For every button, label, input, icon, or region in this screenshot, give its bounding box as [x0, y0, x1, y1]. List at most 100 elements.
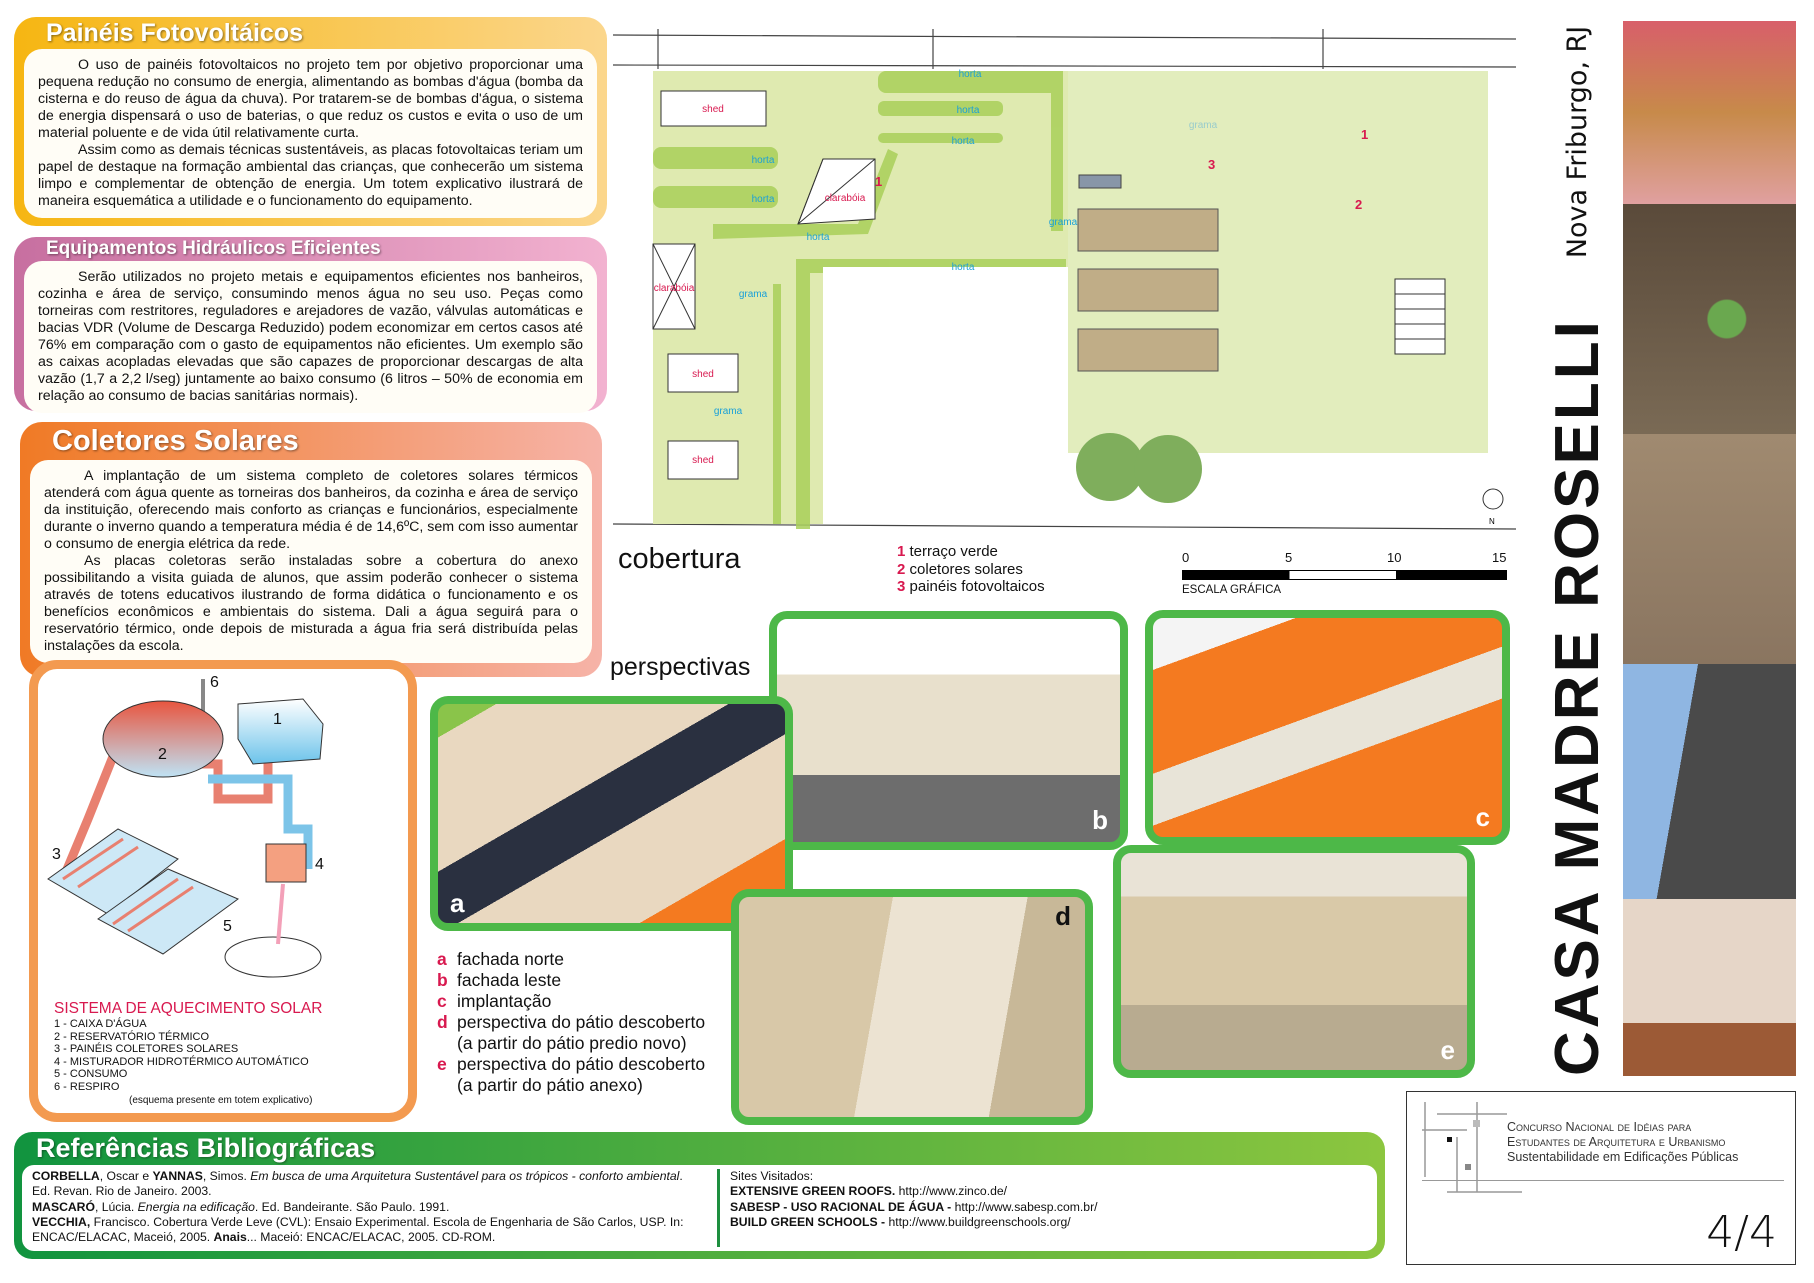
horta-label: horta	[807, 232, 830, 243]
scale-label: ESCALA GRÁFICA	[1182, 584, 1282, 596]
trees	[1076, 433, 1202, 503]
panel-coletores: Coletores Solares A implantação de um si…	[20, 422, 602, 677]
contest-box: Concurso Nacional de Idéias para Estudan…	[1406, 1091, 1796, 1265]
panel-title: Coletores Solares	[52, 425, 299, 457]
horta-label: horta	[952, 262, 975, 273]
diagram-note: (esquema presente em totem explicativo)	[129, 1095, 313, 1106]
page-number: 4/4	[1706, 1207, 1777, 1258]
shed-label: shed	[692, 455, 714, 466]
scale-tick: 0	[1182, 550, 1190, 565]
diagram-number: 2	[158, 746, 167, 763]
perspective-image-a: a	[430, 696, 793, 931]
site-item[interactable]: SABESP - USO RACIONAL DE ÁGUA - http://w…	[730, 1199, 1098, 1214]
photo-garden	[1623, 204, 1796, 434]
skylight-label: clarabóia	[654, 283, 695, 294]
roof-plan: N shed shed shed clarabóia clarabóia hor…	[613, 29, 1516, 530]
legend-item: 6 - RESPIRO	[54, 1080, 120, 1093]
references-title: Referências Bibliográficas	[36, 1133, 376, 1163]
marker-1: 1	[875, 174, 882, 189]
legend-key: 3	[897, 578, 906, 595]
horta-label: horta	[952, 136, 975, 147]
diagram-number: 1	[273, 711, 282, 728]
brand-vertical: CASA MADRE ROSELLI Nova Friburgo, RJ	[1543, 16, 1612, 1076]
legend-value: fachada norte	[457, 949, 565, 969]
water-box	[237, 698, 324, 765]
legend-value: fachada leste	[457, 970, 562, 990]
marker-2: 2	[1355, 197, 1362, 212]
solar-heating-diagram: 6 1 2 3 4 5 SISTEMA DE AQUECIMENTO SOLAR…	[29, 660, 417, 1122]
legend-key: 1	[897, 543, 906, 560]
brand-location: Nova Friburgo, RJ	[1561, 25, 1593, 259]
skylight-label: clarabóia	[825, 193, 866, 204]
shed	[667, 440, 739, 480]
perspective-image-d: d	[731, 889, 1093, 1125]
legend-key: 2	[897, 560, 906, 578]
paragraph: Serão utilizados no projeto metais e equ…	[38, 269, 583, 404]
photovoltaic-panels	[1078, 174, 1122, 189]
photo-building	[1623, 664, 1796, 899]
thermal-tank	[102, 700, 224, 778]
diagram-number: 5	[223, 918, 232, 935]
reference-item: MASCARÓ, Lúcia. Energia na edificação. E…	[32, 1199, 450, 1214]
sites-visited: Sites Visitados: EXTENSIVE GREEN ROOFS. …	[717, 1169, 1098, 1247]
photo-ornament	[1623, 21, 1796, 204]
references-panel: Referências Bibliográficas CORBELLA, Osc…	[14, 1132, 1385, 1259]
perspective-image-c: c	[1145, 610, 1510, 845]
solar-collectors	[1077, 208, 1219, 372]
perspectives-title: perspectivas	[610, 653, 751, 681]
grama-label: grama	[1189, 120, 1218, 131]
shed	[667, 353, 739, 393]
legend-key: a	[437, 949, 447, 969]
panel-title: Equipamentos Hidráulicos Eficientes	[46, 238, 381, 259]
site-item[interactable]: EXTENSIVE GREEN ROOFS. http://www.zinco.…	[730, 1184, 1008, 1199]
legend-value: (a partir do pátio anexo)	[457, 1075, 643, 1095]
horta-label: horta	[959, 69, 982, 80]
shed	[660, 90, 767, 127]
scale-tick: 5	[1285, 550, 1293, 565]
legend-value: terraço verde	[909, 543, 998, 560]
panel-body: A implantação de um sistema completo de …	[30, 460, 592, 663]
perspectives-legend: a fachada norte b fachada leste c implantaç…	[437, 949, 705, 1096]
horta-label: horta	[957, 105, 980, 116]
grama-label: grama	[739, 289, 768, 300]
legend-key: e	[437, 1054, 447, 1074]
image-label: e	[1440, 1035, 1455, 1065]
paragraph: O uso de painéis fotovoltaicos no projet…	[38, 57, 583, 141]
legend-key: d	[437, 1012, 448, 1032]
diagram-legend: SISTEMA DE AQUECIMENTO SOLAR 1 - CAIXA D…	[54, 999, 322, 1108]
legend-value: coletores solares	[909, 560, 1023, 578]
photo-children	[1623, 434, 1796, 664]
perspective-image-b: b	[769, 611, 1128, 850]
book-references: CORBELLA, Oscar e YANNAS, Simos. Em busc…	[32, 1169, 717, 1247]
legend-key: c	[437, 991, 447, 1011]
legend-value: (a partir do pátio predio novo)	[457, 1033, 687, 1053]
image-label: a	[450, 888, 465, 918]
legend-key: b	[437, 970, 448, 990]
panel-body: Serão utilizados no projeto metais e equ…	[24, 261, 597, 413]
diagram-number: 4	[315, 856, 324, 873]
site-item[interactable]: BUILD GREEN SCHOOLS - http://www.buildgr…	[730, 1214, 1071, 1229]
plan-legend: 1 terraço verde 2 coletores solares 3 pa…	[897, 543, 1045, 596]
contest-line: Estudantes de Arquitetura e Urbanismo	[1507, 1135, 1726, 1149]
shed-label: shed	[692, 369, 714, 380]
legend-item: 3 - PAINÉIS COLETORES SOLARES	[54, 1043, 239, 1055]
panel-body: O uso de painéis fotovoltaicos no projet…	[24, 49, 597, 218]
horta-beds	[653, 71, 1066, 529]
reference-item: CORBELLA, Oscar e YANNAS, Simos. Em busc…	[32, 1169, 683, 1199]
diagram-number: 3	[52, 846, 61, 863]
panel-fotovoltaicos: Painéis Fotovoltáicos O uso de painéis f…	[14, 17, 607, 226]
legend-item: 5 - CONSUMO	[54, 1068, 128, 1080]
legend-value: implantação	[457, 991, 552, 1011]
grama-label: grama	[714, 406, 743, 417]
stairs	[1394, 278, 1446, 355]
scale-bar	[1182, 570, 1507, 580]
sites-title: Sites Visitados:	[730, 1169, 814, 1183]
legend-item: 2 - RESERVATÓRIO TÉRMICO	[54, 1030, 210, 1043]
paragraph: Assim como as demais técnicas sustentáve…	[38, 142, 583, 209]
sink	[224, 936, 322, 978]
contest-line: Concurso Nacional de Idéias para	[1507, 1120, 1692, 1134]
legend-value: perspectiva do pátio descoberto	[457, 1012, 706, 1032]
shed-label: shed	[702, 104, 724, 115]
diagram-number: 6	[210, 674, 219, 691]
perspective-image-e: e	[1113, 845, 1475, 1078]
